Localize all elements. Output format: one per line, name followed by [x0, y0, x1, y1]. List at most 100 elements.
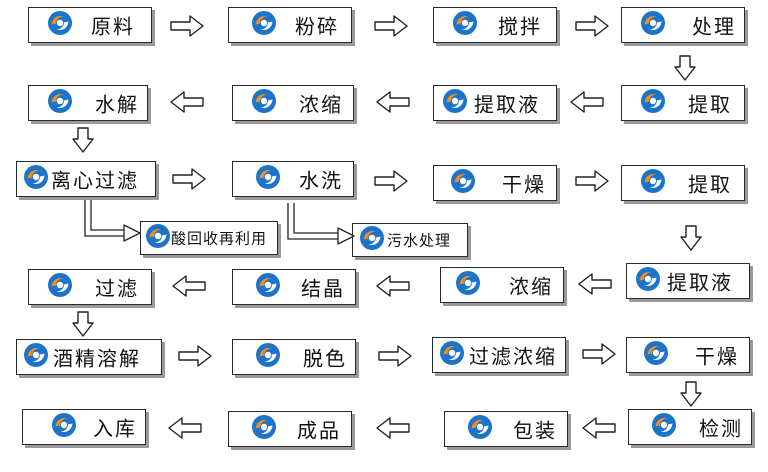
- arrow-right-icon: [575, 14, 609, 42]
- step-crush: 粉碎: [228, 7, 352, 43]
- swirl-logo-icon: [640, 88, 666, 118]
- step-label: 搅拌: [498, 14, 542, 39]
- step-stir: 搅拌: [433, 7, 557, 43]
- step-filter: 过滤: [28, 269, 152, 305]
- arrow-right-icon: [374, 14, 408, 42]
- step-acid-recycle: 酸回收再利用: [140, 221, 278, 255]
- step-extract-1: 提取: [621, 85, 745, 121]
- step-label: 过滤: [95, 276, 139, 301]
- step-crystallize: 结晶: [232, 269, 356, 305]
- swirl-logo-icon: [255, 342, 281, 372]
- step-extract-2: 提取: [621, 165, 745, 201]
- step-water-wash: 水洗: [232, 161, 354, 197]
- swirl-logo-icon: [251, 88, 277, 118]
- arrow-right-icon: [575, 169, 609, 197]
- swirl-logo-icon: [452, 10, 478, 40]
- arrow-down-icon: [674, 55, 696, 85]
- swirl-logo-icon: [23, 342, 49, 372]
- swirl-logo-icon: [23, 164, 49, 194]
- step-extract-liquid-2: 提取液: [626, 263, 750, 299]
- arrow-left-icon: [168, 416, 202, 444]
- arrow-left-icon: [172, 274, 206, 302]
- swirl-logo-icon: [635, 266, 661, 296]
- swirl-logo-icon: [255, 164, 281, 194]
- step-label: 脱色: [303, 346, 347, 371]
- step-label: 提取液: [474, 92, 540, 117]
- swirl-logo-icon: [255, 272, 281, 302]
- step-label: 浓缩: [509, 274, 553, 299]
- arrow-down-icon: [680, 381, 702, 411]
- arrow-down-icon: [72, 311, 94, 341]
- swirl-logo-icon: [47, 10, 73, 40]
- swirl-logo-icon: [51, 412, 77, 442]
- step-label: 离心过滤: [51, 168, 139, 193]
- step-label: 水洗: [299, 168, 343, 193]
- swirl-logo-icon: [251, 414, 277, 444]
- step-treat: 处理: [621, 7, 745, 43]
- step-dry-2: 干燥: [626, 337, 750, 373]
- step-label: 酸回收再利用: [171, 229, 268, 248]
- arrow-right-icon: [178, 344, 212, 372]
- step-packaging: 包装: [444, 411, 568, 447]
- step-label: 入库: [93, 416, 137, 441]
- step-label: 污水处理: [387, 231, 452, 250]
- step-sewage-treatment: 污水处理: [352, 223, 468, 257]
- step-storage: 入库: [22, 409, 146, 445]
- swirl-logo-icon: [640, 10, 666, 40]
- step-label: 检测: [699, 416, 743, 441]
- step-label: 酒精溶解: [53, 346, 141, 371]
- arrow-left-icon: [570, 90, 604, 118]
- branch-connector-acid: [84, 200, 141, 242]
- swirl-logo-icon: [47, 88, 73, 118]
- arrow-left-icon: [376, 416, 410, 444]
- arrow-left-icon: [376, 90, 410, 118]
- swirl-logo-icon: [251, 10, 277, 40]
- step-dry-1: 干燥: [433, 165, 557, 201]
- arrow-right-icon: [378, 344, 412, 372]
- step-label: 干燥: [695, 344, 739, 369]
- step-label: 过滤浓缩: [469, 344, 557, 369]
- step-finished-product: 成品: [228, 411, 352, 447]
- step-label: 处理: [692, 14, 736, 39]
- step-concentrate-1: 浓缩: [232, 85, 354, 121]
- step-label: 原料: [91, 14, 135, 39]
- swirl-logo-icon: [359, 225, 385, 255]
- arrow-down-icon: [72, 127, 94, 157]
- step-filter-concentrate: 过滤浓缩: [432, 337, 566, 373]
- step-centrifuge-filter: 离心过滤: [16, 161, 156, 197]
- swirl-logo-icon: [467, 414, 493, 444]
- arrow-right-icon: [374, 169, 408, 197]
- step-extract-liquid-1: 提取液: [433, 85, 557, 121]
- step-label: 结晶: [301, 276, 345, 301]
- arrow-down-icon: [680, 225, 702, 255]
- swirl-logo-icon: [145, 223, 171, 253]
- step-label: 浓缩: [299, 92, 343, 117]
- swirl-logo-icon: [47, 272, 73, 302]
- step-inspection: 检测: [628, 409, 752, 445]
- step-concentrate-2: 浓缩: [440, 267, 564, 303]
- step-label: 粉碎: [295, 14, 339, 39]
- step-label: 干燥: [502, 172, 546, 197]
- arrow-left-icon: [578, 272, 612, 300]
- swirl-logo-icon: [455, 270, 481, 300]
- swirl-logo-icon: [450, 168, 476, 198]
- swirl-logo-icon: [640, 168, 666, 198]
- step-decolor: 脱色: [232, 339, 356, 375]
- arrow-right-icon: [170, 14, 204, 42]
- branch-connector-sewage: [287, 203, 355, 245]
- arrow-right-icon: [582, 342, 616, 370]
- step-label: 提取: [688, 92, 732, 117]
- step-label: 水解: [95, 92, 139, 117]
- swirl-logo-icon: [651, 412, 677, 442]
- step-label: 提取液: [667, 270, 733, 295]
- step-raw-material: 原料: [28, 7, 152, 43]
- arrow-left-icon: [376, 274, 410, 302]
- step-hydrolysis: 水解: [28, 85, 148, 121]
- swirl-logo-icon: [442, 88, 468, 118]
- arrow-right-icon: [172, 167, 206, 195]
- arrow-left-icon: [582, 416, 616, 444]
- step-label: 成品: [297, 418, 341, 443]
- step-alcohol-dissolve: 酒精溶解: [16, 339, 162, 375]
- step-label: 提取: [688, 172, 732, 197]
